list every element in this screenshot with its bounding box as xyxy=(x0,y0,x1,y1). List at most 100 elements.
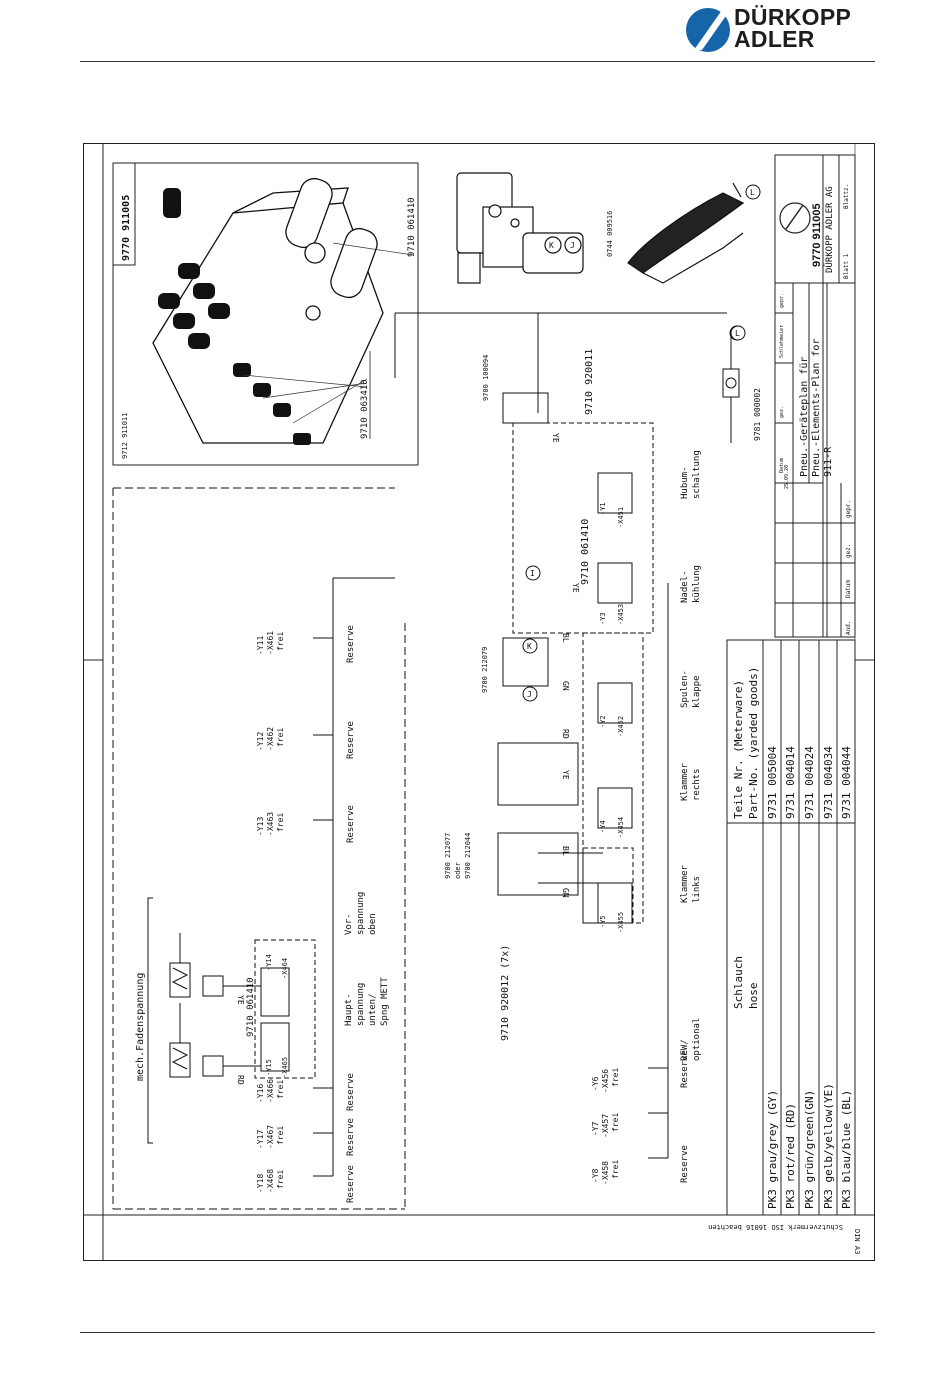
y17-id: -Y17 xyxy=(256,1130,265,1149)
valve-block-illustration: 9770 911005 9712 911011 9710 061410 9710… xyxy=(112,162,419,466)
tension-valve: 9710 061410 xyxy=(246,977,256,1037)
y11-state: frei xyxy=(276,632,285,651)
header-cell-gez: gez. xyxy=(779,406,785,418)
fn-y1-label-1: Hubum- xyxy=(680,466,690,499)
block-b-number: 9712 911011 xyxy=(121,413,129,459)
tension-main-4: Spng METT xyxy=(380,977,390,1026)
y18-port: -X468 xyxy=(266,1169,275,1193)
y17-port: -X467 xyxy=(266,1125,275,1149)
header-date-value: 25.09.20 xyxy=(784,465,790,489)
hose-col-header-1b: hose xyxy=(747,983,760,1010)
header-cell-name: Schlehmeier xyxy=(779,325,785,358)
title-line-2: Pneu.-Elements-Plan for xyxy=(811,339,822,477)
main-valve-group xyxy=(497,313,669,1159)
title-block: DÜRKOPP ADLER AG 9770 911005 Blatt 1 Bla… xyxy=(774,154,856,638)
main-valve-d: 9710 920011 xyxy=(584,349,595,415)
fn-y1-port: -X451 xyxy=(617,507,625,528)
fn-y7-state: frei xyxy=(611,1113,620,1132)
rev-col-gez: gez. xyxy=(845,544,852,558)
fn-y2-label-2: klappe xyxy=(692,675,702,708)
fn-y3-port: -X453 xyxy=(617,604,625,625)
cyl-part-b: 9700 212044 xyxy=(464,833,472,879)
cylinder-illustration xyxy=(456,172,584,284)
brand-logo: DÜRKOPP ADLER xyxy=(734,4,852,51)
fn-y4-label-1: Klammer xyxy=(680,762,690,801)
hose-table: Schlauch hose Teile Nr. (Meterware) Part… xyxy=(726,639,856,1216)
main-valve-part: 9710 920012 (7x) xyxy=(500,945,511,1041)
fn-y7-port: -X457 xyxy=(601,1114,610,1138)
y18-state: frei xyxy=(276,1170,285,1189)
tension-main-2: spannung xyxy=(356,983,366,1026)
hose-row-1-name: PK3 grau/grey (GY) xyxy=(766,1090,779,1209)
fn-y1-label-2: schaltung xyxy=(692,450,702,499)
hose-row-2-name: PK3 rot/red (RD) xyxy=(784,1103,797,1209)
fn-y8-id: -Y8 xyxy=(591,1168,600,1183)
fn-y5-label-2: links xyxy=(692,876,702,903)
brand-line1: DÜRKOPP xyxy=(734,4,852,30)
hose-row-4-part: 9731 004034 xyxy=(822,746,835,819)
fn-y5-id: -Y5 xyxy=(599,915,607,928)
fn-y2-port: -X452 xyxy=(617,716,625,737)
y18-id: -Y18 xyxy=(256,1174,265,1193)
sheet-count-label: Blattz. xyxy=(843,184,850,209)
fn-y8-state: frei xyxy=(611,1160,620,1179)
y16-port: -X466 xyxy=(266,1079,275,1103)
tension-x465: -X465 xyxy=(281,1057,289,1078)
cyl-part-d: 9700 100094 xyxy=(482,355,490,401)
hose-row-5-part: 9731 004044 xyxy=(840,746,853,819)
hose-label-bl-1: BL xyxy=(561,846,570,856)
y16-id: -Y16 xyxy=(256,1084,265,1103)
din-format: DIN A3 xyxy=(853,1229,861,1254)
rev-col-datum: Datum xyxy=(845,580,852,598)
y12-state: frei xyxy=(276,728,285,747)
fn-y6-label-1: RFW/ xyxy=(680,1039,690,1061)
title-line-1: Pneu.-Geräteplan für xyxy=(799,357,810,477)
tension-title: mech.Fadenspannung xyxy=(135,973,146,1081)
protection-note: Schutzvermerk ISO 16016 beachten xyxy=(708,1223,843,1231)
rev-col-gepr: gepr. xyxy=(845,500,852,518)
footer-rule xyxy=(80,1332,875,1333)
hose-label-ye-1: YE xyxy=(561,770,570,780)
tension-main-3: unten/ xyxy=(368,993,378,1026)
fn-y8-port: -X458 xyxy=(601,1161,610,1185)
handle-illustration xyxy=(627,182,745,284)
hose-label-gn-1: GN xyxy=(561,888,570,898)
fn-y6-port: -X456 xyxy=(601,1069,610,1093)
y11-label: Reserve xyxy=(346,625,356,663)
tension-y14: -Y14 xyxy=(265,954,273,971)
reserve-top-group xyxy=(112,487,406,1210)
tension-pre-1: Vor- xyxy=(344,913,354,935)
hose-row-2-part: 9731 004014 xyxy=(784,746,797,819)
hose-col-header-2b: Part-No. (yarded goods) xyxy=(747,667,760,819)
header-cell-gepr: gepr. xyxy=(779,293,785,308)
hose-label-ye-3: YE xyxy=(551,433,560,443)
y11-port: -X461 xyxy=(266,631,275,655)
marker-i: I xyxy=(530,569,535,578)
y16-label: Reserve xyxy=(346,1073,356,1111)
pneumatic-drawing: Schutzvermerk ISO 16016 beachten DIN A3 … xyxy=(83,143,875,1261)
tension-pre-3: oben xyxy=(368,913,378,935)
hose-row-3-name: PK3 grün/green(GN) xyxy=(803,1090,816,1209)
y13-port: -X463 xyxy=(266,812,275,836)
block-valve-a: 9710 061410 xyxy=(407,197,417,257)
handle-marker: L xyxy=(750,188,755,197)
y18-label: Reserve xyxy=(346,1165,356,1203)
fn-y5-label-1: Klammer xyxy=(680,864,690,903)
hose-label-rd: RD xyxy=(561,729,570,739)
fn-y7-label: Reserve xyxy=(680,1050,690,1088)
cyl-part-a: 9700 212077 xyxy=(444,833,452,879)
fn-y4-port: -X454 xyxy=(617,817,625,838)
block-valve-b: 9710 063410 xyxy=(360,379,370,439)
marker-j: J xyxy=(527,690,532,699)
header-cell-datum: Datum xyxy=(779,458,785,473)
block-marker-j: J xyxy=(570,241,575,250)
fn-y6-id: -Y6 xyxy=(591,1076,600,1091)
header-rule xyxy=(80,61,875,62)
fn-y3-id: -Y3 xyxy=(599,612,607,625)
fn-y3-label-1: Nadel- xyxy=(680,570,690,603)
fn-y2-label-1: Spulen- xyxy=(680,670,690,708)
company-name: DÜRKOPP ADLER AG xyxy=(824,186,835,273)
fn-y4-label-2: rechts xyxy=(692,768,702,801)
thread-tension-group xyxy=(147,897,316,1144)
hose-row-5-name: PK3 blau/blue (BL) xyxy=(840,1090,853,1209)
